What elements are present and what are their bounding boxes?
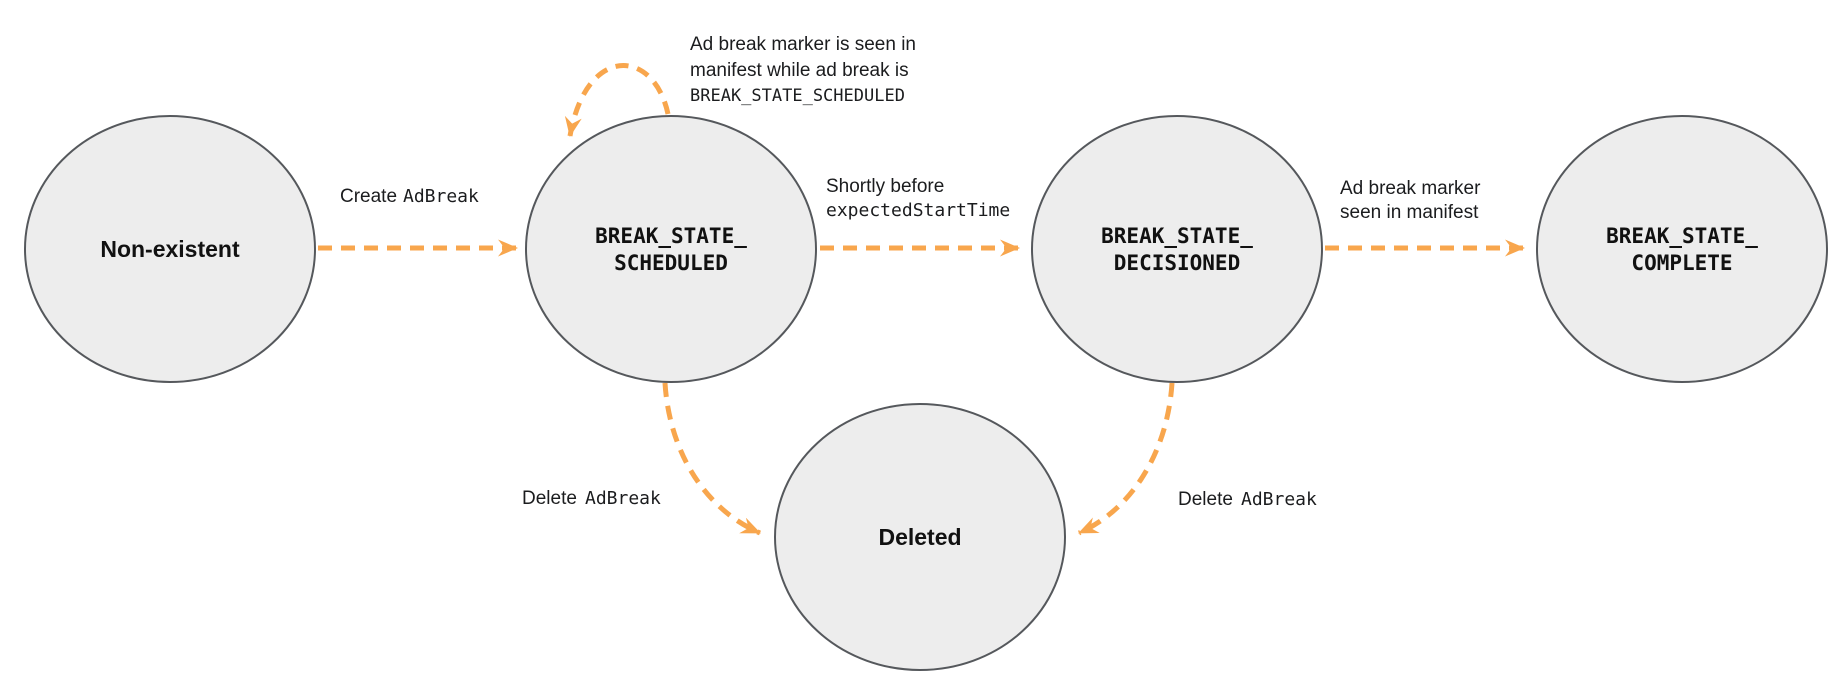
- state-node-deleted: [774, 403, 1066, 671]
- state-label-decisioned-line2: DECISIONED: [1114, 251, 1240, 275]
- state-node-scheduled: [525, 115, 817, 383]
- edge-label-delete-right-code: AdBreak: [1241, 489, 1317, 510]
- state-node-decisioned: [1031, 115, 1323, 383]
- edge-label-self-loop-line2: manifest while ad break is: [690, 60, 909, 81]
- state-node-complete: [1536, 115, 1828, 383]
- edge-label-self-loop-line1: Ad break marker is seen in: [690, 34, 916, 55]
- state-node-non-existent: [24, 115, 316, 383]
- state-label-decisioned-line1: BREAK_STATE_: [1101, 224, 1253, 248]
- edge-label-complete-line1: Ad break marker: [1340, 178, 1481, 199]
- edge-label-decisioned-line2: expectedStartTime: [826, 200, 1010, 221]
- edge-label-delete-right-plain: Delete: [1178, 489, 1233, 510]
- edge-label-create-plain: Create: [340, 186, 397, 207]
- state-label-non-existent: Non-existent: [100, 236, 240, 262]
- edge-label-create-code: AdBreak: [403, 186, 479, 207]
- edge-label-delete-left-code: AdBreak: [585, 488, 661, 509]
- state-label-deleted: Deleted: [878, 524, 961, 550]
- state-label-scheduled-line2: SCHEDULED: [614, 251, 728, 275]
- edge-delete-from-scheduled: [662, 382, 761, 536]
- edge-label-self-loop-line3: BREAK_STATE_SCHEDULED: [690, 86, 905, 106]
- edge-label-decisioned-line1: Shortly before: [826, 176, 944, 197]
- state-label-complete-line1: BREAK_STATE_: [1606, 224, 1758, 248]
- edge-label-complete-line2: seen in manifest: [1340, 202, 1479, 223]
- edge-delete-from-decisioned: [1077, 382, 1175, 536]
- state-label-scheduled-line1: BREAK_STATE_: [595, 224, 747, 248]
- edge-label-delete-left-plain: Delete: [522, 488, 577, 509]
- state-label-complete-line2: COMPLETE: [1631, 251, 1732, 275]
- edge-self-loop-scheduled: [564, 63, 671, 137]
